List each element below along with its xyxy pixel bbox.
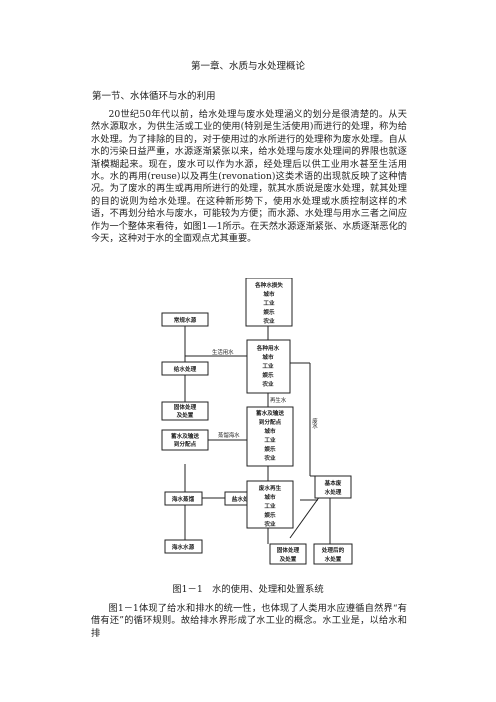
svg-text:城市: 城市	[264, 493, 276, 501]
svg-text:到分配点: 到分配点	[259, 418, 282, 426]
svg-text:海水蒸馏: 海水蒸馏	[172, 495, 195, 503]
svg-text:蓄水及输送: 蓄水及输送	[171, 432, 199, 440]
svg-text:海水水源: 海水水源	[172, 543, 195, 551]
svg-text:农业: 农业	[263, 520, 276, 528]
svg-text:到分配点: 到分配点	[174, 440, 197, 448]
svg-text:各种水损失: 各种水损失	[254, 281, 283, 289]
svg-text:工业: 工业	[262, 362, 274, 370]
svg-text:常规水源: 常规水源	[174, 316, 197, 324]
svg-text:水处理: 水处理	[324, 488, 342, 496]
label-wastewater: 废水	[311, 417, 318, 429]
svg-text:工业: 工业	[264, 436, 276, 444]
box-users-top: 各种水损失 城市 工业 娱乐 农业	[245, 278, 293, 327]
svg-text:城市: 城市	[263, 290, 275, 298]
diagram-connectors	[184, 326, 331, 546]
svg-text:娱乐: 娱乐	[262, 371, 274, 379]
svg-text:基本废: 基本废	[324, 479, 342, 487]
svg-text:及处置: 及处置	[177, 411, 194, 419]
svg-text:农业: 农业	[261, 380, 274, 388]
svg-text:农业: 农业	[263, 454, 276, 462]
svg-text:盐水处置: 盐水处置	[232, 495, 255, 503]
svg-text:娱乐: 娱乐	[264, 445, 276, 453]
svg-text:固体处理: 固体处理	[174, 403, 197, 411]
box-users-main: 各种用水 城市 工业 娱乐 农业	[246, 339, 291, 394]
body-paragraph-2: 图1－1体现了给水和排水的统一性，也体现了人类用水应遵循自然界“有借有还”的循环…	[91, 603, 407, 639]
box-treated-water-disposal: 处理后的 水处置	[313, 543, 353, 565]
svg-text:各种用水: 各种用水	[256, 344, 280, 352]
label-domestic-water: 生活用水	[212, 348, 234, 356]
water-system-diagram: 常规水源 给水处理 固体处理 及处置 蓄水及输送 到分配点 海水蒸馏 盐水处置 …	[161, 278, 353, 565]
svg-text:水处置: 水处置	[324, 555, 342, 563]
box-solids-disposal-bottom: 固体处理 及处置	[269, 543, 307, 565]
svg-text:废水再生: 废水再生	[259, 484, 282, 492]
box-wastewater-reuse: 废水再生 城市 工业 娱乐 农业	[246, 480, 294, 529]
section-title: 第一节、水体循环与水的利用	[92, 91, 216, 102]
svg-text:固体处理: 固体处理	[277, 546, 300, 554]
svg-text:娱乐: 娱乐	[263, 308, 275, 316]
box-storage-distribution: 蓄水及输送 到分配点	[161, 429, 209, 451]
box-wastewater-treatment: 基本废 水处理	[314, 475, 352, 499]
box-reclaimed-use: 蓄水及输送 到分配点 城市 工业 娱乐 农业	[246, 406, 294, 467]
svg-text:及处置: 及处置	[280, 555, 297, 563]
svg-text:蓄水及输送: 蓄水及输送	[256, 409, 284, 417]
svg-text:工业: 工业	[263, 299, 275, 307]
svg-text:工业: 工业	[264, 502, 276, 510]
label-reclaimed-water: 再生水	[270, 396, 287, 404]
chapter-title: 第一章、水质与水处理概论	[190, 61, 305, 72]
body-paragraph-1: 20世纪50年代以前，给水处理与废水处理涵义的划分是很清楚的。从天然水源取水，为…	[91, 109, 407, 245]
svg-text:城市: 城市	[262, 353, 274, 361]
svg-text:给水处理: 给水处理	[174, 365, 197, 373]
box-water-supply-treatment: 给水处理	[161, 361, 209, 376]
svg-text:处理后的: 处理后的	[321, 546, 345, 554]
label-desalinated-water: 蒸馏海水	[218, 431, 240, 439]
figure-caption: 图1－1 水的使用、处理和处置系统	[172, 584, 324, 595]
svg-text:娱乐: 娱乐	[264, 511, 276, 519]
box-seawater-source: 海水水源	[164, 539, 203, 554]
svg-text:城市: 城市	[264, 427, 276, 435]
box-sludge-disposal: 固体处理 及处置	[161, 401, 209, 421]
svg-text:农业: 农业	[262, 317, 275, 325]
box-seawater-desalination: 海水蒸馏	[164, 491, 203, 506]
box-conventional-source: 常规水源	[161, 312, 209, 327]
